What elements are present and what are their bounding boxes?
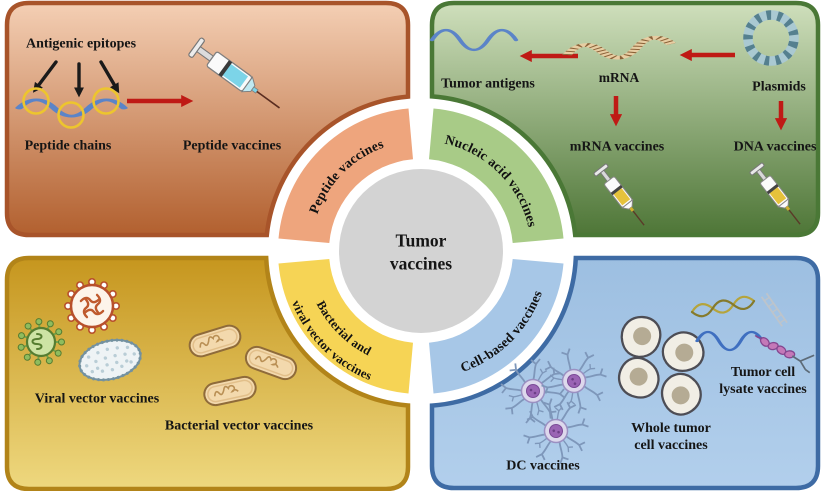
viral-vector-vaccines-label: Viral vector vaccines (34, 391, 160, 407)
peptide-vaccines-label: Peptide vaccines (182, 138, 282, 154)
arc-vector-vaccines (278, 259, 413, 394)
epitope-arrows (32, 60, 120, 98)
mrna-vaccines-label: mRNA vaccines (569, 139, 665, 155)
hub-title: Tumor vaccines (390, 229, 452, 275)
dna-helix-icon (690, 295, 756, 318)
arc-peptide-vaccines (278, 108, 413, 243)
red-arrows (127, 48, 788, 131)
lysate-line1: Tumor cell (730, 365, 796, 381)
virus-green-spiked-icon (17, 318, 65, 366)
dc-vaccines-label: DC vaccines (506, 458, 580, 474)
plasmid-ring-icon (743, 10, 799, 66)
protein-helix-icon (754, 334, 815, 374)
whole-tumor-line1: Whole tumor (631, 421, 711, 437)
tumor-cell-lysate-vaccines-label: Tumor cell lysate vaccines (719, 365, 806, 399)
dna-fragment-icon (760, 292, 788, 327)
virus-oval-icon (78, 338, 142, 382)
hub-circle (339, 169, 503, 333)
peptide-chains-label: Peptide chains (24, 138, 112, 154)
dna-vaccines-label: DNA vaccines (733, 139, 817, 155)
arc-nucleic-acid-vaccines (429, 108, 564, 243)
arc-cell-based-vaccines (429, 259, 564, 394)
whole-tumor-line2: cell vaccines (634, 438, 708, 453)
hub-title-line1: Tumor (395, 230, 447, 251)
antigenic-epitopes-label: Antigenic epitopes (25, 36, 137, 52)
card-peptide-vaccines (4, 0, 411, 238)
whole-tumor-cell-vaccines-label: Whole tumor cell vaccines (631, 421, 711, 455)
syringe-icon-peptide (188, 37, 280, 109)
epitope-circles-icon (22, 87, 120, 129)
hub-title-line2: vaccines (389, 253, 453, 273)
lysate-line2: lysate vaccines (719, 382, 807, 397)
plasmids-label: Plasmids (752, 79, 806, 95)
bacterial-vector-vaccines-label: Bacterial vector vaccines (164, 418, 314, 434)
tumor-antigens-label: Tumor antigens (441, 76, 535, 92)
mrna-label: mRNA (598, 69, 640, 85)
virus-red-ring-icon (63, 277, 120, 334)
